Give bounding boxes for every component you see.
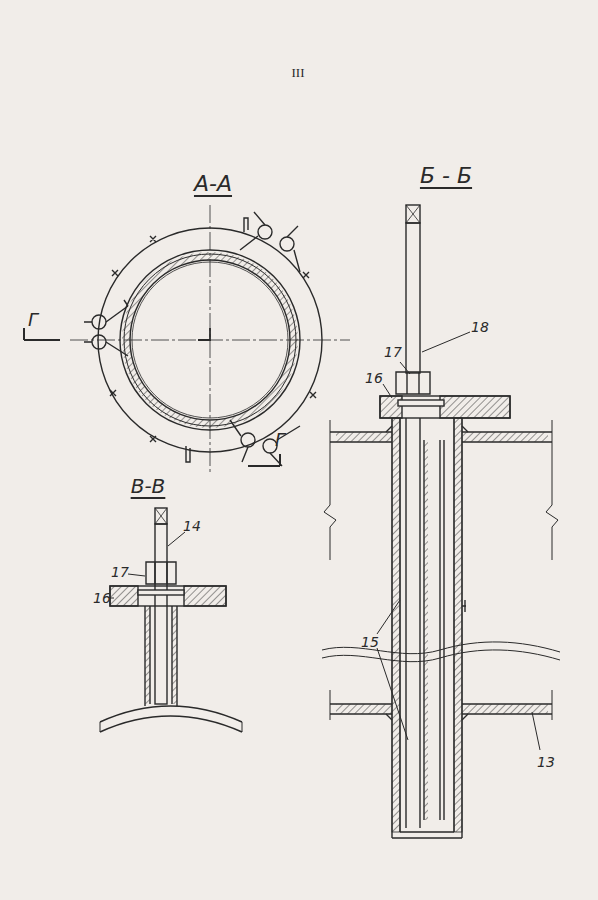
drawing-stroke <box>546 420 558 560</box>
drawing-stroke <box>280 237 294 251</box>
drawing-stroke <box>386 426 468 720</box>
drawing-stroke <box>145 606 150 704</box>
drawing-stroke <box>92 315 106 329</box>
drawing-stroke <box>110 586 226 606</box>
drawing-stroke <box>454 418 462 832</box>
page-number: III <box>290 65 307 80</box>
callout-number: 18 <box>469 319 491 335</box>
drawing-stroke <box>406 205 420 223</box>
drawing-stroke <box>424 440 428 820</box>
drawing-stroke <box>324 420 336 560</box>
drawing-stroke <box>406 223 420 373</box>
drawing-stroke <box>110 532 185 598</box>
callout-number: 16 <box>91 590 113 606</box>
drawing-stroke <box>145 606 177 706</box>
section-b-b <box>322 205 560 838</box>
drawing-stroke <box>241 433 255 447</box>
drawing-stroke <box>462 432 548 442</box>
drawing-stroke <box>230 420 300 466</box>
drawing-stroke <box>124 218 248 462</box>
section-v-v <box>100 508 242 732</box>
drawing-stroke <box>184 586 226 606</box>
drawing-stroke <box>392 600 466 838</box>
callout-number: 14 <box>181 518 203 534</box>
drawing-stroke <box>155 508 167 524</box>
drawing-stroke <box>100 706 242 732</box>
drawing-stroke <box>330 432 552 442</box>
drawing-stroke <box>198 328 210 340</box>
drawing-stroke <box>146 562 176 584</box>
callout-number: 16 <box>363 370 385 386</box>
drawing-stroke <box>336 432 392 442</box>
callout-number: 17 <box>109 564 131 580</box>
drawing-stroke <box>110 236 316 442</box>
drawing-stroke <box>100 722 242 732</box>
drawing-stroke <box>155 524 167 704</box>
section-a-a <box>24 205 350 475</box>
drawing-stroke <box>155 508 167 524</box>
section-title: В-В <box>129 475 168 497</box>
section-marker: Г <box>273 430 287 450</box>
drawing-stroke <box>392 418 462 838</box>
section-title: Б - Б <box>418 164 474 188</box>
drawing-stroke <box>172 606 177 704</box>
drawing-stroke <box>462 704 548 714</box>
drawing-stroke <box>138 590 184 595</box>
drawing-stroke <box>398 400 444 406</box>
drawing-stroke <box>330 690 552 720</box>
section-marker: Г <box>26 310 40 330</box>
drawing-stroke <box>258 225 272 239</box>
drawing-stroke <box>24 205 560 838</box>
callout-number: 15 <box>359 634 381 650</box>
drawing-stroke <box>248 454 280 466</box>
drawing-stroke <box>84 306 128 356</box>
drawing-stroke <box>406 418 444 828</box>
drawing-stroke <box>92 335 106 349</box>
drawing-stroke <box>263 439 277 453</box>
drawing-stroke <box>110 586 138 606</box>
section-title: А-А <box>192 172 234 196</box>
drawing-stroke <box>336 704 392 714</box>
drawing-stroke <box>330 704 552 714</box>
callout-number: 17 <box>382 344 404 360</box>
drawing-stroke <box>440 396 510 418</box>
callout-number: 13 <box>535 754 557 770</box>
drawing-stroke <box>322 650 560 662</box>
drawing-stroke <box>392 418 400 832</box>
drawing-stroke <box>377 332 540 750</box>
drawing-stroke <box>380 396 402 418</box>
drawing-stroke <box>240 212 300 272</box>
drawing-stroke <box>380 396 510 418</box>
drawing-stroke <box>406 205 420 223</box>
drawing-stroke <box>396 372 430 394</box>
